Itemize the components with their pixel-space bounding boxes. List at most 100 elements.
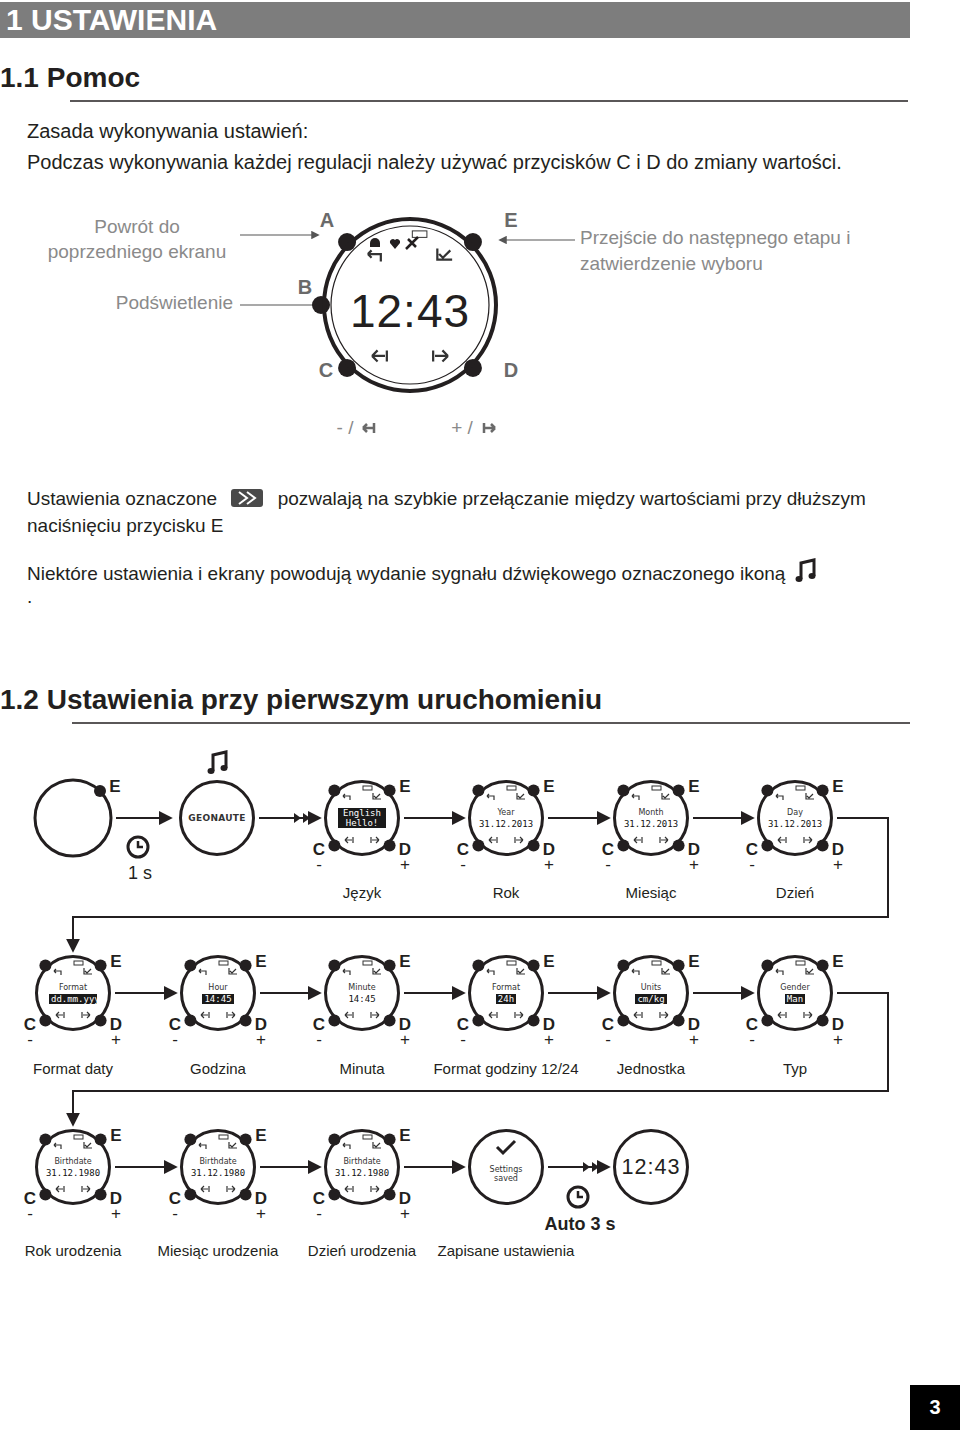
screen-icon [806, 793, 814, 799]
icon-stroke [363, 423, 374, 433]
watch-screen: Day31.12.2013Dzień [757, 780, 833, 856]
watch-screen: Format24hFormat godziny 12/24 [468, 955, 544, 1031]
fast-forward-chevron [294, 813, 301, 823]
battery-icon [219, 961, 228, 965]
connector-group [115, 1167, 175, 1168]
screen-icon [345, 1012, 353, 1018]
watch-button [472, 1015, 484, 1027]
screen-icon [373, 793, 381, 799]
screen-icon [515, 1012, 523, 1018]
connector-group [548, 818, 608, 819]
watch-decoration [497, 1141, 515, 1153]
screen-text: Birthdate [54, 1157, 91, 1166]
edge-label: Auto 3 s [542, 1214, 617, 1235]
screen-icon [632, 794, 639, 800]
satellite-icon [406, 237, 418, 249]
button-letter: E [255, 1126, 266, 1146]
battery-icon [796, 786, 805, 790]
button-letter: + [111, 1204, 121, 1224]
connector-group [548, 993, 608, 994]
screen-text: 31.12.2013 [768, 819, 822, 829]
callout-text: Podświetlenie [41, 292, 233, 314]
step-caption: Jednostka [617, 1060, 685, 1077]
watch-button [817, 1015, 829, 1027]
screen-text: Birthdate [199, 1157, 236, 1166]
battery-icon [796, 961, 805, 965]
button-letter: C [319, 359, 333, 382]
screen-icon [56, 1186, 64, 1192]
step-caption: Rok urodzenia [25, 1242, 122, 1259]
battery-icon [652, 786, 661, 790]
icon-bg [231, 489, 263, 507]
flow-connector [693, 817, 752, 819]
screen-icon [487, 794, 494, 800]
button-letter: - [605, 855, 611, 875]
watch-button [817, 784, 829, 796]
watch-button [761, 959, 773, 971]
watch-decoration [328, 959, 395, 1026]
battery-icon [363, 961, 372, 965]
page-number: 3 [910, 1385, 960, 1430]
step-caption: Dzień urodzenia [308, 1242, 416, 1259]
screen-icon [84, 1142, 92, 1148]
leader-line [240, 304, 316, 305]
button-letter: + [544, 855, 554, 875]
watch-button [95, 1015, 107, 1027]
watch-button [240, 1015, 252, 1027]
paragraph-text: Ustawienia oznaczone [27, 488, 217, 509]
screen-icon [515, 837, 523, 843]
screen-text: 31.12.1980 [46, 1168, 100, 1178]
flow-connector [260, 992, 319, 994]
watch-screen: Formatdd.mm.yyyyFormat daty [35, 955, 111, 1031]
screen-icon [229, 968, 237, 974]
watch-button [184, 1133, 196, 1145]
leader-line [240, 234, 318, 235]
screen-text: 31.12.1980 [191, 1168, 245, 1178]
icon-stroke [239, 492, 255, 504]
watch-button [761, 784, 773, 796]
watch-button [338, 233, 356, 251]
button-letter: + [400, 855, 410, 875]
flow-connector [693, 992, 752, 994]
watch-button [617, 959, 629, 971]
watch-decoration [39, 959, 106, 1026]
flow-connector [404, 1166, 463, 1168]
sound-icon [208, 752, 228, 774]
watch-button [384, 959, 396, 971]
rule-heading: Zasada wykonywania ustawień: [27, 120, 308, 143]
screen-icon [371, 1012, 379, 1018]
button-function: - / [337, 417, 354, 439]
watch-button [328, 1133, 340, 1145]
fast-forward-chevron [583, 1162, 590, 1172]
watch-button [184, 959, 196, 971]
watch-button [528, 1015, 540, 1027]
flow-connector [404, 817, 463, 819]
watch-screen: 12:43 [613, 1129, 689, 1205]
watch-button [673, 784, 685, 796]
watch-button [528, 959, 540, 971]
button-letter: - [316, 1204, 322, 1224]
icon-dot [208, 768, 215, 774]
screen-icon [343, 1143, 350, 1149]
paragraph-text: . [27, 586, 32, 608]
icon-stroke [568, 1187, 588, 1207]
button-letter: - [749, 1030, 755, 1050]
screen-icon [660, 837, 668, 843]
button-letter: E [399, 952, 410, 972]
screen-icon [343, 794, 350, 800]
screen-icon [437, 248, 452, 259]
screen-text: cm/kg [635, 994, 666, 1004]
screen-icon [82, 1012, 90, 1018]
screen-icon [634, 1012, 642, 1018]
button-letter: + [111, 1030, 121, 1050]
watch-button [384, 1015, 396, 1027]
screen-icon [806, 968, 814, 974]
icon-dot [795, 576, 802, 582]
watch-button [472, 840, 484, 852]
blank-watch [35, 780, 111, 856]
screen-icon [199, 969, 206, 975]
sound-icon [795, 558, 817, 584]
button-letter: E [110, 952, 121, 972]
button-letter: - [172, 1204, 178, 1224]
screen-icon [371, 1186, 379, 1192]
